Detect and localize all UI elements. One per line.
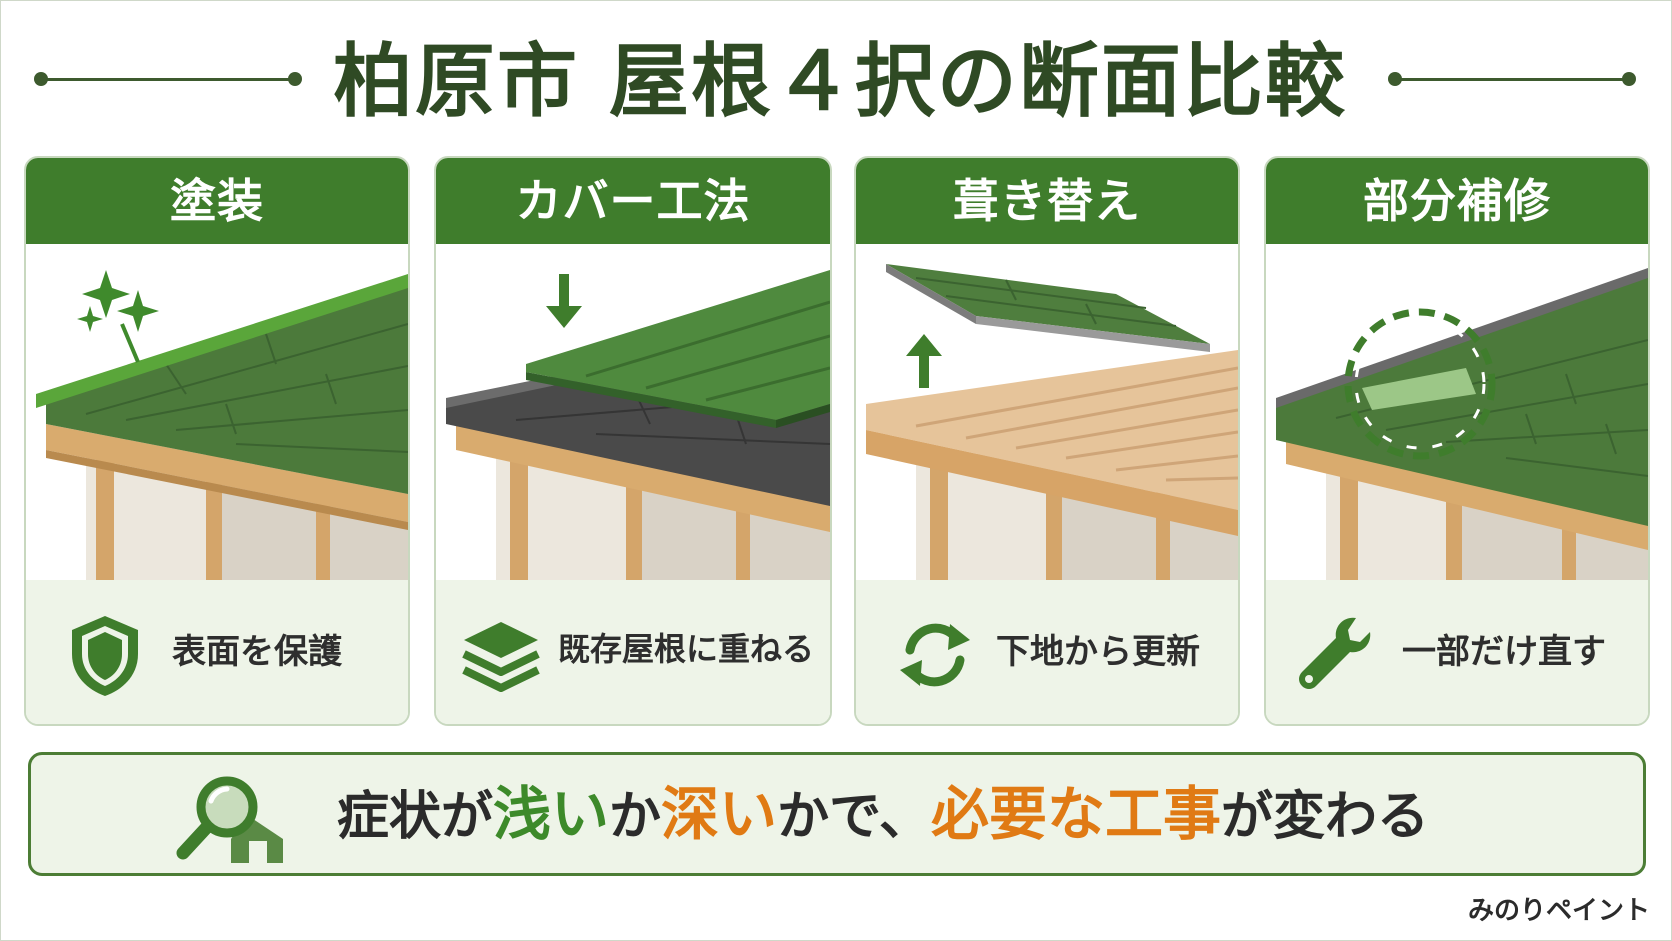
summary-text-part: 症状が [337,787,494,847]
card-heading: カバー工法 [436,158,830,244]
card-partial-repair: 部分補修 [1264,156,1650,726]
title-dot [34,72,48,86]
wrench-icon [1292,610,1382,700]
reroof-illustration [856,244,1238,580]
card-reroofing: 葺き替え [854,156,1240,726]
card-heading: 葺き替え [856,158,1238,244]
summary-banner: 症状が浅いか深いかで、必要な工事が変わる [28,752,1646,876]
refresh-icon [890,610,980,700]
summary-text-part: かで、 [777,787,931,847]
card-feature: 表面を保護 [26,580,408,724]
card-painting: 塗装 [24,156,410,726]
feature-label: 一部だけ直す [1402,632,1606,672]
magnifier-house-icon [171,767,291,867]
title-dot [288,72,302,86]
title-rule-left [40,78,290,81]
cover-roof-illustration [436,244,830,580]
feature-label: 既存屋根に重ねる [558,630,815,668]
summary-highlight-shallow: 浅い [493,780,610,848]
title-dot [1388,72,1402,86]
repair-roof-illustration [1266,244,1648,580]
card-feature: 一部だけ直す [1266,580,1648,724]
painting-roof-illustration [26,244,408,580]
card-heading: 塗装 [26,158,408,244]
card-feature: 既存屋根に重ねる [436,580,830,724]
summary-text: 症状が浅いか深いかで、必要な工事が変わる [337,755,1429,873]
card-heading: 部分補修 [1266,158,1648,244]
brand-name: みのりペイント [1467,896,1650,926]
title-rule-right [1390,78,1630,81]
feature-label: 下地から更新 [996,632,1200,672]
card-feature: 下地から更新 [856,580,1238,724]
summary-text-part: か [609,787,662,847]
card-cover-method: カバー工法 [434,156,832,726]
page-title: 柏原市 屋根４択の断面比較 [333,35,1347,128]
shield-icon [60,610,150,700]
title-row: 柏原市 屋根４択の断面比較 [0,22,1672,142]
summary-highlight-work: 必要な工事 [930,780,1221,848]
summary-highlight-deep: 深い [661,780,778,848]
title-dot [1622,72,1636,86]
summary-text-part: が変わる [1221,787,1430,847]
feature-label: 表面を保護 [172,632,342,672]
layers-icon [456,610,546,700]
